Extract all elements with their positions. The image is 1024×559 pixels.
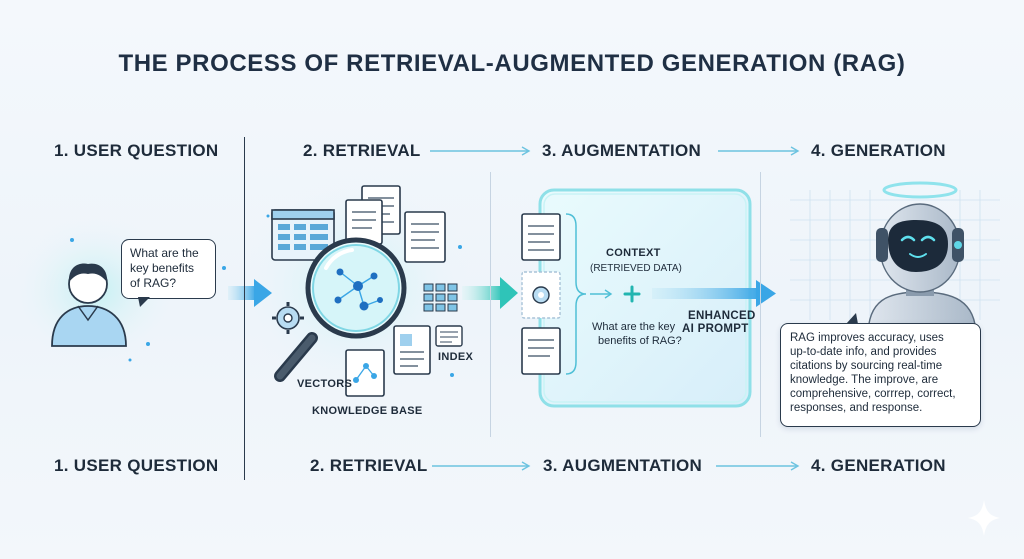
sparkle-icon [968,500,1000,536]
document-icon [521,271,561,319]
answer-line-6: responses, and response. [790,402,923,414]
context-sub-label: (RETRIEVED DATA) [590,263,682,274]
stage-arrows-top [430,146,800,156]
answer-line-2: up-to-date info, and provides [790,346,937,358]
augmentation-panel [538,188,752,408]
vectors-label: VECTORS [297,378,353,390]
gear-icon [272,302,304,334]
document-icon [393,325,431,375]
divider-1 [244,137,245,480]
magnifier-icon [274,237,407,382]
augmented-question-line-2: benefits of RAG? [598,335,682,347]
augmented-question-line-1: What are the key [592,321,676,333]
user-question-line-2: key benefits [130,261,195,275]
arrow-user-to-retrieval [228,279,272,307]
table-icon [271,209,335,261]
page-title: THE PROCESS OF RETRIEVAL-AUGMENTED GENER… [118,50,906,77]
answer-line-3: citations by sourcing real-time [790,360,943,372]
arrow-retrieval-to-augmentation [462,277,518,309]
answer-bubble-tail [846,313,858,324]
augmented-question: What are the key benefits of RAG? [592,320,682,348]
stage-label-user-question: 1. USER QUESTION [54,141,219,160]
divider-2 [490,172,491,437]
document-icon [345,199,383,245]
arrow-augmentation-to-generation [652,280,776,307]
index-label: INDEX [438,351,474,363]
grid-index-icon [423,283,458,312]
user-question-bubble: What are the key benefits of RAG? [121,239,216,299]
user-icon [51,263,127,347]
user-question-line-1: What are the [130,246,199,260]
user-question-line-3: of RAG? [130,276,177,290]
answer-bubble: RAG improves accuracy, uses up-to-date i… [780,323,981,427]
user-bubble-tail [138,297,150,307]
answer-line-1: RAG improves accuracy, uses [790,332,944,344]
stage-label-generation-bottom: 4. GENERATION [811,456,946,475]
document-icon [404,211,446,263]
divider-3 [760,172,761,437]
stage-label-augmentation-bottom: 3. AUGMENTATION [543,456,703,475]
stage-label-user-question-bottom: 1. USER QUESTION [54,456,219,475]
stage-label-augmentation: 3. AUGMENTATION [542,141,702,160]
enhanced-line-1: ENHANCED [688,310,756,322]
stage-label-retrieval-bottom: 2. RETRIEVAL [310,456,428,475]
document-icon [345,349,385,397]
knowledge-base-label: KNOWLEDGE BASE [312,405,423,417]
enhanced-line-2: AI PROMPT [682,323,749,335]
index-card-icon [435,325,463,347]
stage-label-retrieval: 2. RETRIEVAL [303,141,421,160]
document-icon [521,327,561,375]
answer-line-4: knowledge. The improve, are [790,374,939,386]
stage-label-generation: 4. GENERATION [811,141,946,160]
context-label: CONTEXT [606,247,661,259]
stage-arrows-bottom [432,461,800,471]
answer-line-5: comprehensive, corrrep, correct, [790,388,956,400]
document-icon [521,213,561,261]
enhanced-prompt-label: ENHANCED AI PROMPT [682,310,756,336]
plus-icon [623,285,641,303]
